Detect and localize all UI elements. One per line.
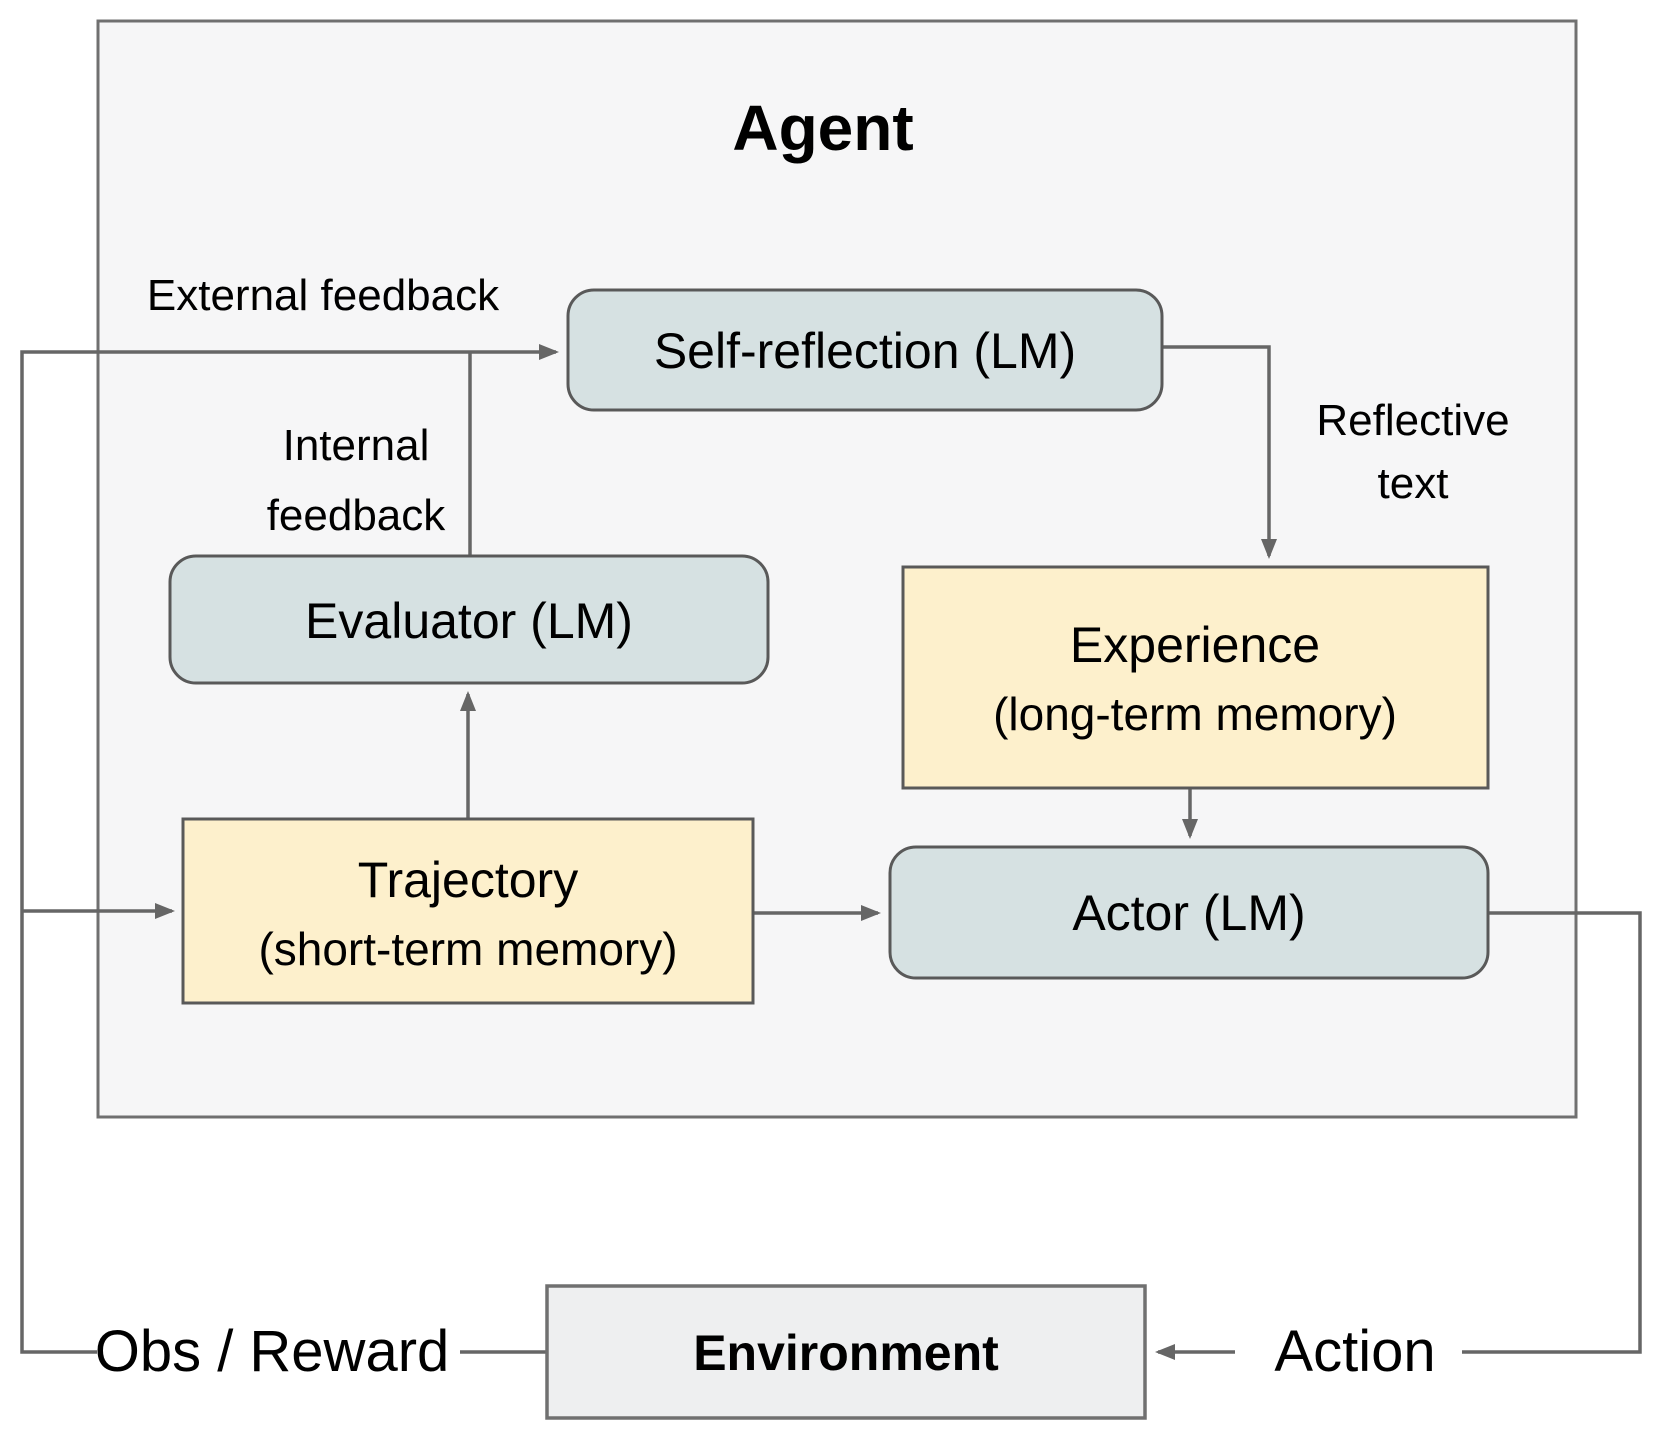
experience-label-line2: (long-term memory) [993,688,1397,740]
environment-label: Environment [693,1325,999,1381]
trajectory-box [181,817,755,1005]
actor-box [888,845,1490,980]
self-reflection-box [566,288,1164,412]
edge-obs-reward-to-self-reflection [20,344,559,1354]
edge-actor-to-action [1462,911,1642,1354]
node-environment: Environment [545,1284,1147,1420]
evaluator-label: Evaluator (LM) [305,593,633,649]
node-actor: Actor (LM) [888,845,1490,980]
self-reflection-label: Self-reflection (LM) [654,323,1076,379]
internal-feedback-label-line2: feedback [267,491,447,540]
evaluator-box [168,554,770,685]
reflective-text-label-line1: Reflective [1316,396,1509,445]
external-feedback-label: External feedback [147,271,500,320]
node-experience: Experience (long-term memory) [901,565,1490,790]
actor-label: Actor (LM) [1072,885,1305,941]
node-evaluator: Evaluator (LM) [168,554,770,685]
trajectory-label-line2: (short-term memory) [258,923,677,975]
trajectory-label-line1: Trajectory [358,852,578,908]
experience-box [901,565,1490,790]
environment-box [545,1284,1147,1420]
agent-title: Agent [732,92,913,164]
node-self-reflection: Self-reflection (LM) [566,288,1164,412]
action-label: Action [1274,1319,1435,1384]
node-trajectory: Trajectory (short-term memory) [181,817,755,1005]
edge-self-reflection-to-experience [1162,345,1277,559]
internal-feedback-label-line1: Internal [283,421,430,470]
obs-reward-label: Obs / Reward [95,1319,450,1384]
reflective-text-label-line2: text [1378,459,1449,508]
experience-label-line1: Experience [1070,617,1320,673]
